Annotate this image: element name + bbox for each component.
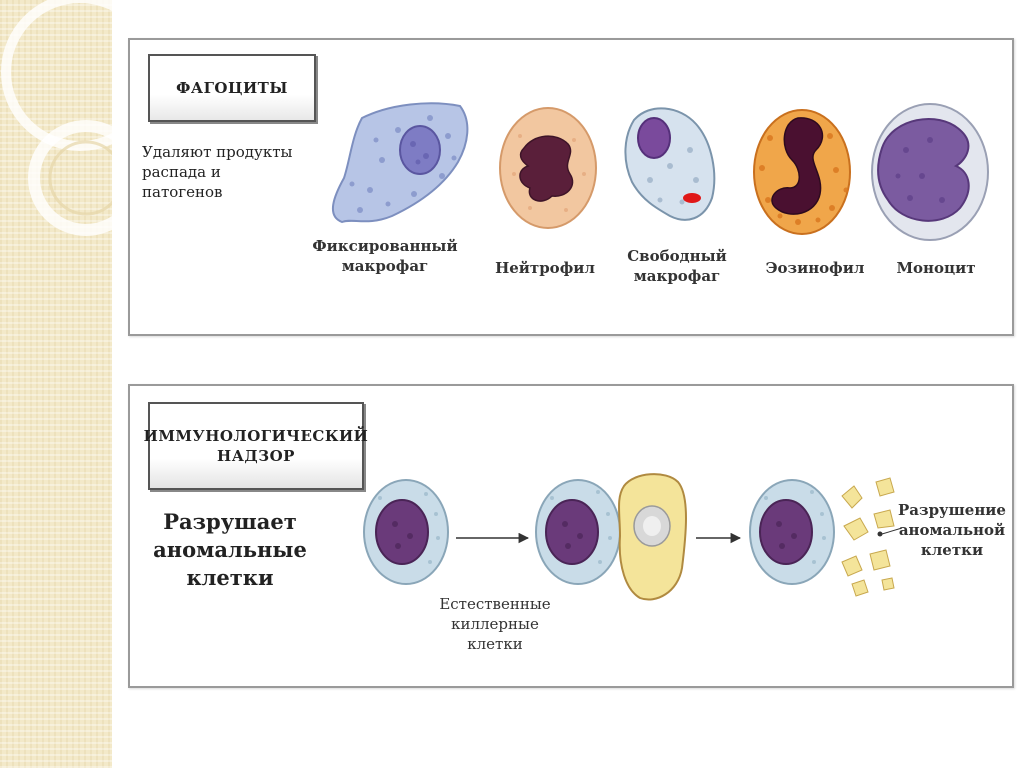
phagocytes-description: Удаляют продукты распада и патогенов — [142, 142, 292, 202]
destroyed-cell-fragments — [841, 477, 895, 597]
surveillance-illustrations — [363, 473, 903, 601]
label-line: Разрушение — [898, 501, 1006, 519]
fixed-macrophage-cell — [331, 102, 469, 224]
surveillance-title-line: ИММУНОЛОГИЧЕСКИЙ — [143, 427, 369, 445]
phagocytes-title: ФАГОЦИТЫ — [176, 79, 288, 97]
surveillance-description: Разрушает аномальные клетки — [130, 508, 330, 592]
phagocyte-illustrations — [331, 102, 989, 241]
monocyte-label: Моноцит — [876, 258, 996, 278]
abnormal-cell — [618, 473, 687, 601]
neutrophil-cell — [499, 107, 597, 229]
neutrophil-label: Нейтрофил — [480, 258, 610, 278]
fixed-macrophage-label: Фиксированный макрофаг — [290, 236, 480, 276]
label-line: клетки — [920, 541, 984, 559]
surveillance-panel: ИММУНОЛОГИЧЕСКИЙ НАДЗОР Разрушает аномал… — [128, 384, 1014, 688]
label-line: макрофаг — [633, 267, 721, 285]
description-line: аномальные — [153, 537, 307, 562]
description-line: распада и — [142, 163, 221, 181]
label-line: Эозинофил — [765, 259, 865, 277]
pointer-dot — [877, 531, 883, 537]
nk-cell — [535, 479, 621, 585]
label-line: аномальной — [898, 521, 1006, 539]
description-line: патогенов — [142, 183, 223, 201]
decorative-side-strip — [0, 0, 112, 768]
description-line: Разрушает — [163, 509, 297, 534]
nk-cell — [363, 479, 449, 585]
free-macrophage-cell — [624, 107, 716, 221]
phagocytes-panel: ФАГОЦИТЫ Удаляют продукты распада и пато… — [128, 38, 1014, 336]
label-line: макрофаг — [341, 257, 429, 275]
phagocytes-title-box: ФАГОЦИТЫ — [148, 54, 316, 122]
pointer-line — [881, 527, 903, 535]
label-line: Естественные — [439, 595, 551, 613]
nk-cell — [749, 479, 835, 585]
free-macrophage-label: Свободный макрофаг — [612, 246, 742, 286]
label-line: Свободный — [627, 247, 727, 265]
label-line: Моноцит — [896, 259, 976, 277]
label-line: Нейтрофил — [495, 259, 595, 277]
label-line: клетки — [467, 635, 523, 653]
monocyte-cell — [871, 103, 989, 241]
label-line: Фиксированный — [312, 237, 458, 255]
description-line: клетки — [186, 565, 274, 590]
destruction-label: Разрушение аномальной клетки — [898, 500, 1006, 560]
surveillance-title-box: ИММУНОЛОГИЧЕСКИЙ НАДЗОР — [144, 402, 368, 490]
eosinophil-cell — [753, 109, 851, 235]
label-line: киллерные — [451, 615, 539, 633]
eosinophil-label: Эозинофил — [750, 258, 880, 278]
description-line: Удаляют продукты — [142, 143, 293, 161]
nk-cells-label: Естественные киллерные клетки — [420, 594, 570, 654]
surveillance-title-line: НАДЗОР — [217, 447, 295, 465]
